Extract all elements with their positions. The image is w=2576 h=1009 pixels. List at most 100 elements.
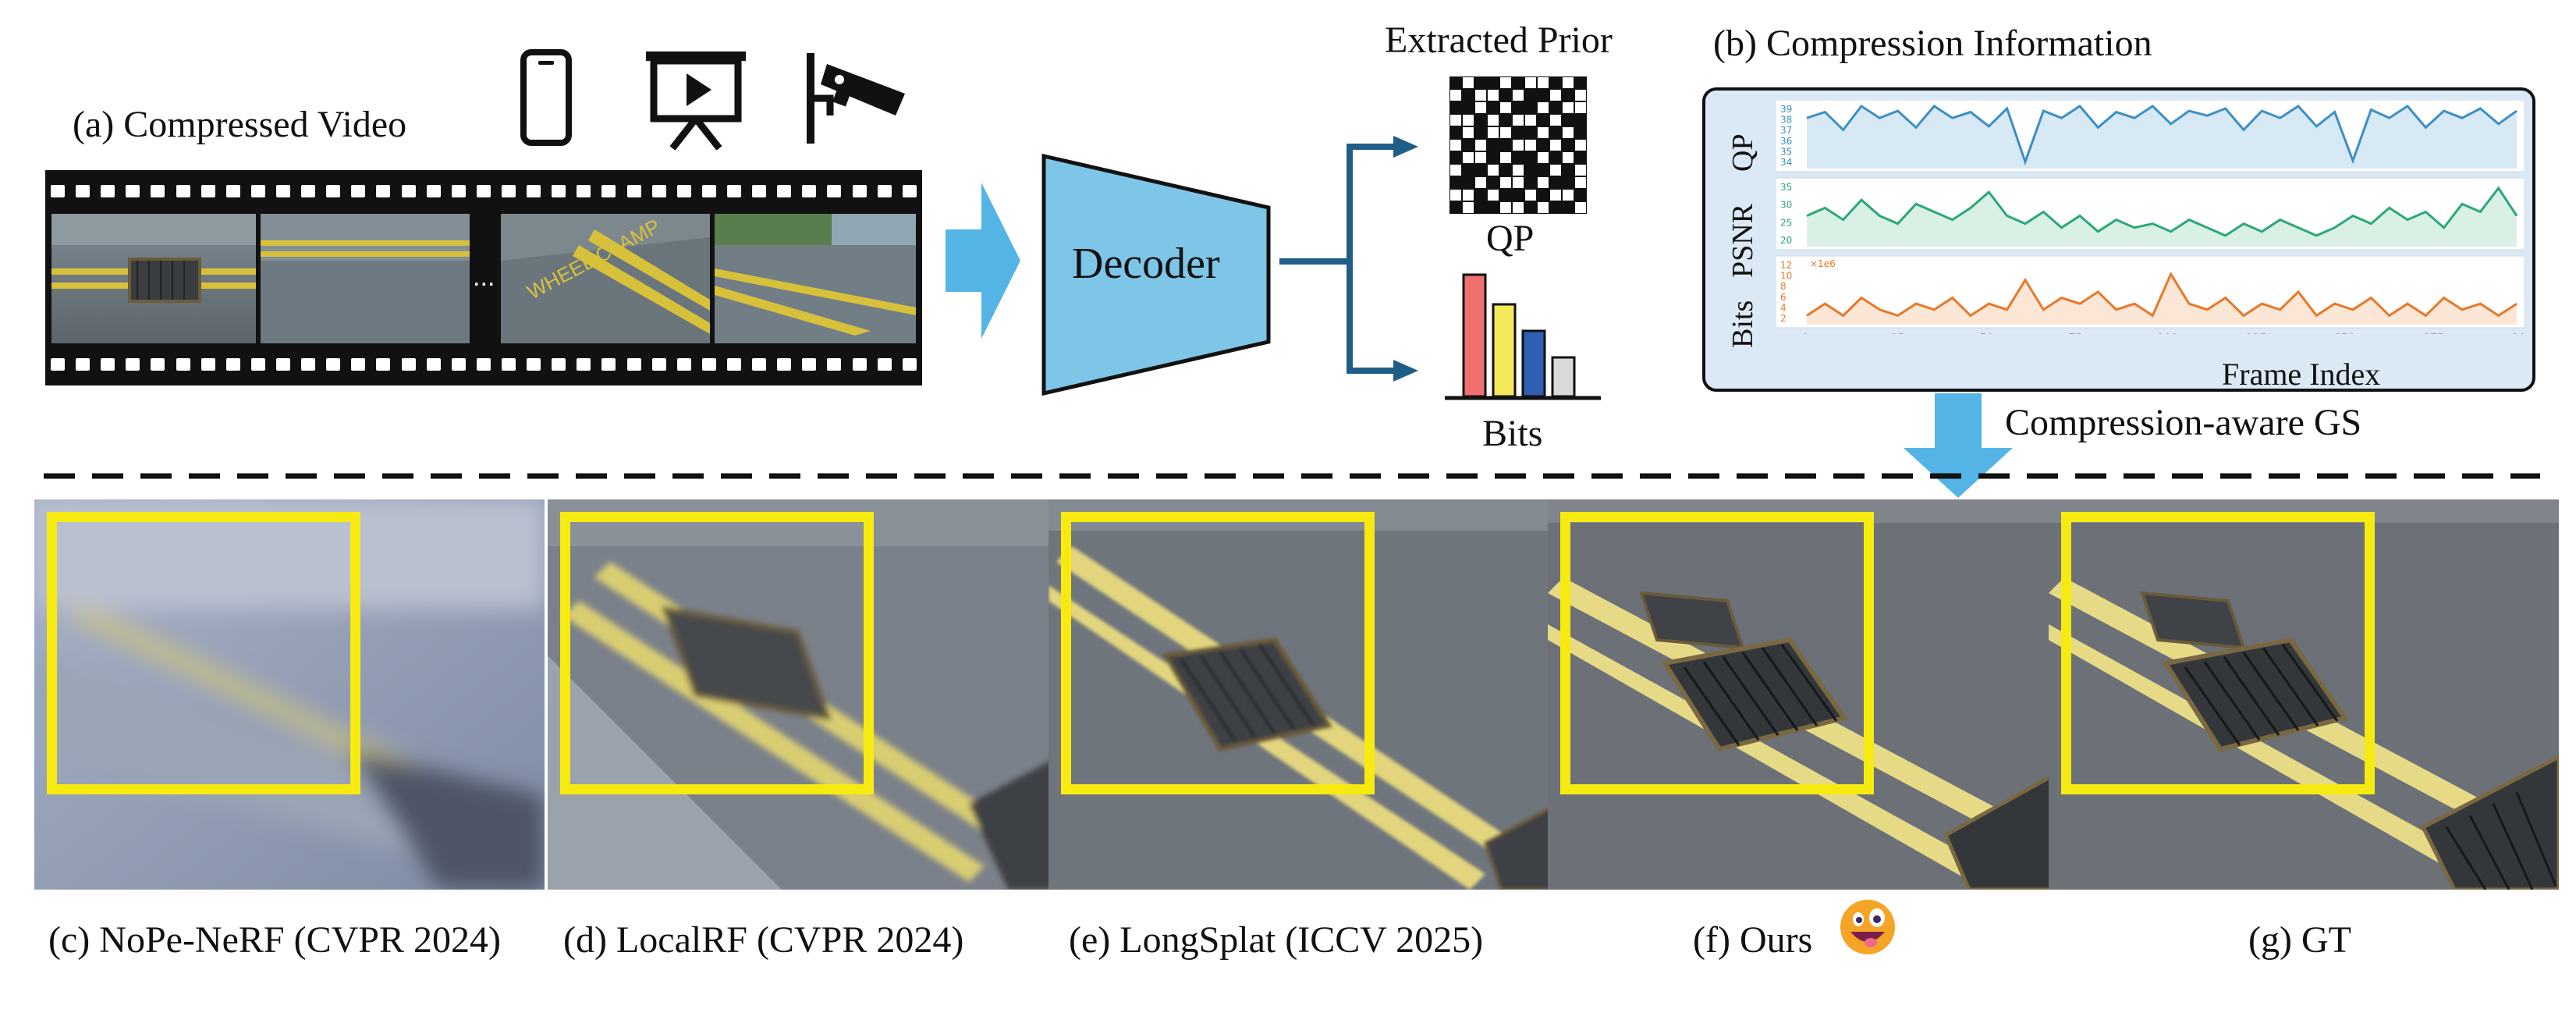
qp-grid-cell — [1486, 176, 1500, 190]
qp-grid-cell — [1524, 163, 1538, 177]
qp-grid-cell — [1449, 176, 1463, 190]
qp-grid-cell — [1561, 138, 1575, 152]
chart-xtick: 50 — [1980, 332, 1994, 334]
qp-grid-cell — [1474, 126, 1488, 140]
qp-grid-cell — [1536, 201, 1550, 214]
chart-ytick: 30 — [1780, 200, 1792, 211]
extracted-prior-label: Extracted Prior — [1385, 20, 1613, 61]
qp-grid-cell — [1449, 113, 1463, 127]
decoder-block — [1041, 153, 1271, 396]
dashed-separator — [44, 473, 2540, 479]
qp-grid-cell — [1536, 101, 1550, 115]
qp-grid-cell — [1561, 201, 1575, 214]
qp-grid-cell — [1474, 201, 1488, 214]
qp-grid-cell — [1549, 88, 1563, 102]
qp-grid-cell — [1486, 126, 1500, 140]
cctv-camera-icon — [807, 53, 905, 144]
qp-grid-cell — [1549, 176, 1563, 190]
qp-grid-cell — [1561, 151, 1575, 165]
chart-ytick: 39 — [1780, 104, 1792, 115]
qp-grid-cell — [1524, 113, 1538, 127]
result-image-ours — [1548, 499, 2058, 890]
video-frame-1 — [51, 214, 256, 343]
qp-grid-cell — [1499, 188, 1513, 202]
chart-xtick: 75 — [2068, 332, 2082, 334]
qp-grid-cell — [1536, 163, 1550, 177]
qp-grid-cell — [1574, 188, 1587, 202]
zoom-box-longsplat — [1061, 512, 1375, 794]
qp-grid-cell — [1511, 163, 1525, 177]
qp-grid-cell — [1486, 113, 1500, 127]
qp-grid-cell — [1461, 126, 1475, 140]
caption-longsplat: (e) LongSplat (ICCV 2025) — [1069, 919, 1484, 961]
qp-grid-cell — [1474, 101, 1488, 115]
qp-grid-cell — [1449, 138, 1463, 152]
video-frame-4 — [715, 214, 916, 343]
bits-bar-icon — [1445, 273, 1601, 400]
qp-grid-cell — [1449, 151, 1463, 165]
zoom-box-localrf — [560, 512, 874, 794]
qp-grid-cell — [1449, 101, 1463, 115]
chart-line-bits — [1806, 271, 2517, 318]
qp-grid-cell — [1524, 201, 1538, 214]
qp-grid-cell — [1449, 126, 1463, 140]
chart-ytick: 6 — [1780, 292, 1787, 303]
chart-ytick: 12 — [1780, 260, 1792, 271]
qp-grid-cell — [1536, 76, 1550, 90]
qp-grid-cell — [1549, 163, 1563, 177]
chart-ytick: 35 — [1780, 146, 1792, 157]
qp-grid-cell — [1561, 113, 1575, 127]
qp-grid-cell — [1561, 176, 1575, 190]
qp-grid-cell — [1486, 188, 1500, 202]
qp-grid-cell — [1449, 163, 1463, 177]
presentation-icon — [646, 52, 746, 150]
qp-grid-cell — [1474, 151, 1488, 165]
bits-label: Bits — [1482, 413, 1543, 454]
qp-grid-cell — [1561, 126, 1575, 140]
chart-xtick: 200 — [2512, 332, 2525, 334]
video-frame-3: WHEEL CLAMP — [501, 214, 710, 343]
qp-grid-cell — [1486, 88, 1500, 102]
qp-grid-cell — [1574, 101, 1587, 115]
qp-grid-cell — [1561, 188, 1575, 202]
chart-exponent-label: ×1e6 — [1810, 258, 1836, 269]
qp-grid-cell — [1499, 126, 1513, 140]
qp-grid-cell — [1474, 88, 1488, 102]
chart-ylabel-psnr: PSNR — [1726, 203, 1759, 278]
compression-info-label: (b) Compression Information — [1713, 23, 2152, 64]
chart-xtick: 150 — [2335, 332, 2356, 334]
zoom-box-nope-nerf — [47, 512, 360, 794]
qp-grid-cell — [1536, 151, 1550, 165]
qp-grid-cell — [1474, 113, 1488, 127]
qp-grid-cell — [1549, 151, 1563, 165]
qp-grid-cell — [1549, 126, 1563, 140]
qp-grid-cell — [1499, 201, 1513, 214]
decoder-output-arrows — [1279, 136, 1418, 382]
qp-grid-cell — [1549, 113, 1563, 127]
qp-grid-cell — [1461, 138, 1475, 152]
qp-grid-cell — [1511, 101, 1525, 115]
chart-area-psnr — [1807, 188, 2517, 247]
qp-grid-cell — [1474, 176, 1488, 190]
chart-xtick: 125 — [2246, 332, 2267, 334]
qp-grid-cell — [1474, 138, 1488, 152]
qp-grid-cell — [1511, 138, 1525, 152]
qp-grid-cell — [1549, 138, 1563, 152]
qp-grid-cell — [1511, 88, 1525, 102]
qp-grid-cell — [1499, 76, 1513, 90]
qp-grid-cell — [1511, 201, 1525, 214]
chart-ytick: 34 — [1780, 157, 1792, 168]
caption-ours: (f) Ours — [1693, 919, 1813, 961]
qp-grid-cell — [1536, 126, 1550, 140]
qp-grid-cell — [1536, 113, 1550, 127]
qp-grid-cell — [1474, 163, 1488, 177]
qp-grid-cell — [1449, 188, 1463, 202]
qp-grid-cell — [1511, 188, 1525, 202]
qp-grid-cell — [1549, 76, 1563, 90]
qp-grid-cell — [1574, 138, 1587, 152]
qp-grid-cell — [1524, 101, 1538, 115]
chart-ylabel-qp: QP — [1726, 133, 1759, 172]
chart-ytick: 20 — [1780, 235, 1792, 246]
qp-grid-cell — [1499, 88, 1513, 102]
qp-grid-cell — [1536, 88, 1550, 102]
